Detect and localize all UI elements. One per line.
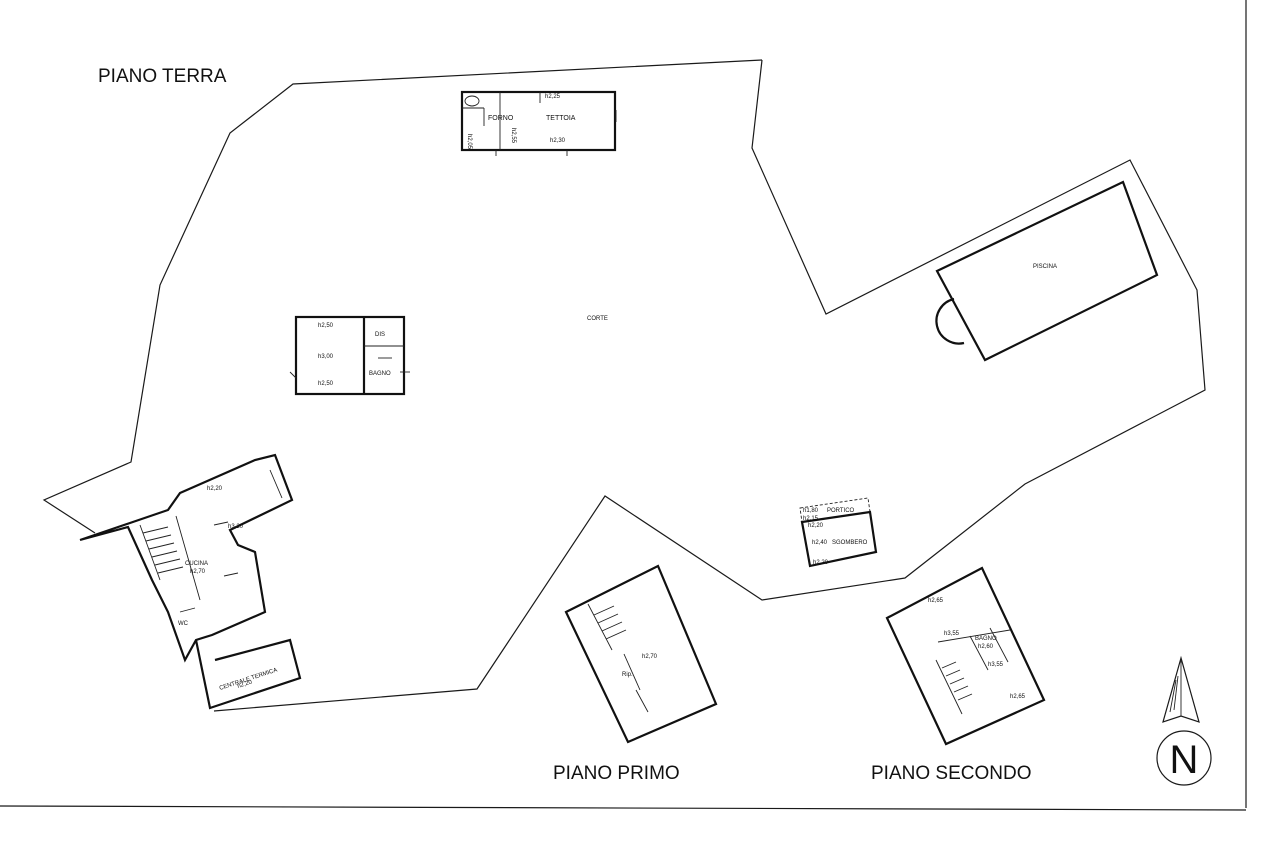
annex-dis-label: DIS (375, 332, 385, 338)
annex-bath-label: BAGNO (369, 371, 391, 377)
court-label: CORTE (587, 316, 608, 322)
frame-bottom-line (0, 805, 1247, 811)
north-label: N (1170, 738, 1199, 782)
main-building-ground (79, 453, 302, 710)
storage-height-c: h2,20 (808, 523, 824, 529)
oven-symbol (464, 95, 480, 107)
first-floor-rip: Rip. (622, 672, 633, 678)
shed-height-2: h2,55 (510, 128, 516, 144)
porch-label: PORTICO (827, 508, 855, 514)
storage-height-d: h2,40 (812, 540, 828, 546)
second-floor-height-top: h2,65 (928, 598, 944, 604)
first-floor-height: h2,70 (642, 654, 658, 660)
wc-label: WC (178, 621, 189, 627)
first-floor-title: PIANO PRIMO (553, 763, 680, 784)
second-floor-bath-height: h2,60 (978, 644, 994, 650)
storage-height-e: h2,20 (813, 560, 829, 566)
kitchen-label: CUCINA (185, 561, 208, 567)
shed-building (460, 90, 617, 156)
shed-height-4: h2,05 (466, 134, 472, 150)
shed-canopy-label: TETTOIA (546, 115, 576, 122)
pool (935, 180, 1159, 362)
second-floor-plan (885, 566, 1046, 746)
second-floor-height-b: h3,55 (988, 662, 1004, 668)
ground-floor-title: PIANO TERRA (98, 66, 227, 87)
main-height-a: h2,20 (207, 486, 223, 492)
second-floor-title: PIANO SECONDO (871, 763, 1031, 784)
shed-height-1: h2,25 (545, 94, 561, 100)
shed-height-3: h2,30 (550, 138, 566, 144)
site-boundary-lower (213, 59, 1206, 712)
north-circle (1156, 730, 1212, 786)
second-floor-height-a: h3,55 (944, 631, 960, 637)
storage-building (799, 497, 878, 568)
annex-height-mid: h3,00 (318, 354, 334, 360)
second-floor-height-bottom: h2,65 (1010, 694, 1026, 700)
kitchen-height: h2,70 (190, 569, 206, 575)
porch-height-a: h1,80 (803, 508, 819, 514)
site-boundary (42, 59, 763, 534)
porch-height-b: h2,15 (803, 516, 819, 522)
storage-label: SGOMBERO (832, 540, 868, 546)
annex-height-top: h2,50 (318, 323, 334, 329)
north-arrow-icon (1156, 655, 1212, 786)
annex-height-bottom: h2,50 (318, 381, 334, 387)
second-floor-bath-label: BAGNO (975, 636, 997, 642)
shed-oven-label: FORNO (488, 115, 514, 122)
pool-label: PISCINA (1033, 264, 1057, 270)
first-floor-plan (564, 564, 718, 744)
main-height-b: h3,20 (228, 524, 244, 530)
annex-building (289, 315, 410, 396)
thermal-room-height: h2,20 (237, 679, 254, 690)
